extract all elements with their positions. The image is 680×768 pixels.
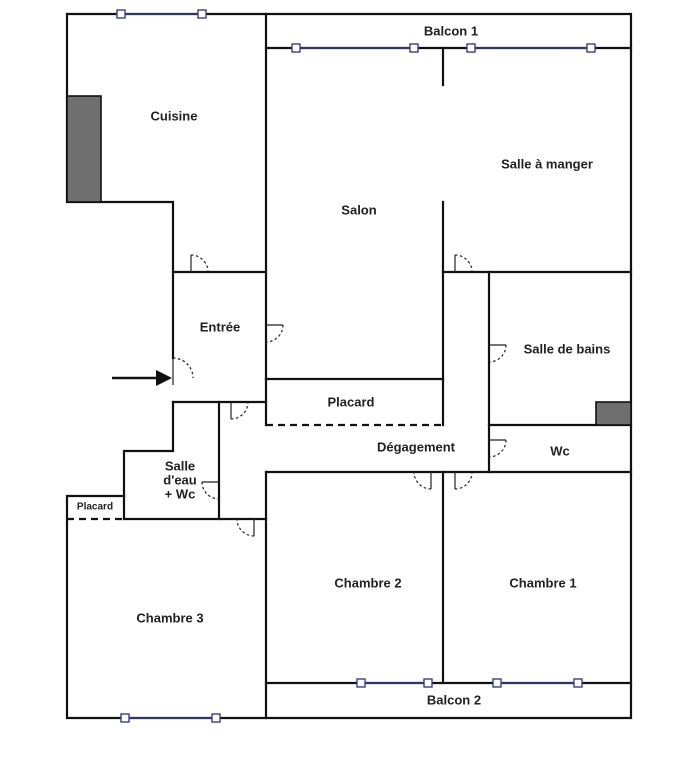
label-salle-eau-line1: Salle — [165, 458, 195, 473]
label-wc: Wc — [550, 443, 570, 458]
label-entree: Entrée — [200, 319, 240, 334]
label-placard-small: Placard — [77, 502, 113, 513]
label-balcon1: Balcon 1 — [424, 23, 478, 38]
windows — [116, 9, 596, 723]
bathroom-duct — [595, 401, 632, 426]
label-salle-eau-line2: d'eau — [163, 472, 196, 487]
label-cuisine: Cuisine — [151, 108, 198, 123]
label-salle-de-bains: Salle de bains — [524, 341, 611, 356]
label-salle-a-manger: Salle à manger — [501, 156, 593, 171]
label-chambre2: Chambre 2 — [334, 575, 401, 590]
arrow-right-icon — [112, 370, 172, 386]
doors — [172, 254, 507, 537]
kitchen-duct — [66, 95, 102, 203]
label-balcon2: Balcon 2 — [427, 692, 481, 707]
label-placard: Placard — [328, 394, 375, 409]
label-chambre1: Chambre 1 — [509, 575, 576, 590]
label-salle-eau-line3: + Wc — [165, 486, 196, 501]
label-salon: Salon — [341, 202, 376, 217]
label-chambre3: Chambre 3 — [136, 610, 203, 625]
label-degagement: Dégagement — [377, 439, 456, 454]
